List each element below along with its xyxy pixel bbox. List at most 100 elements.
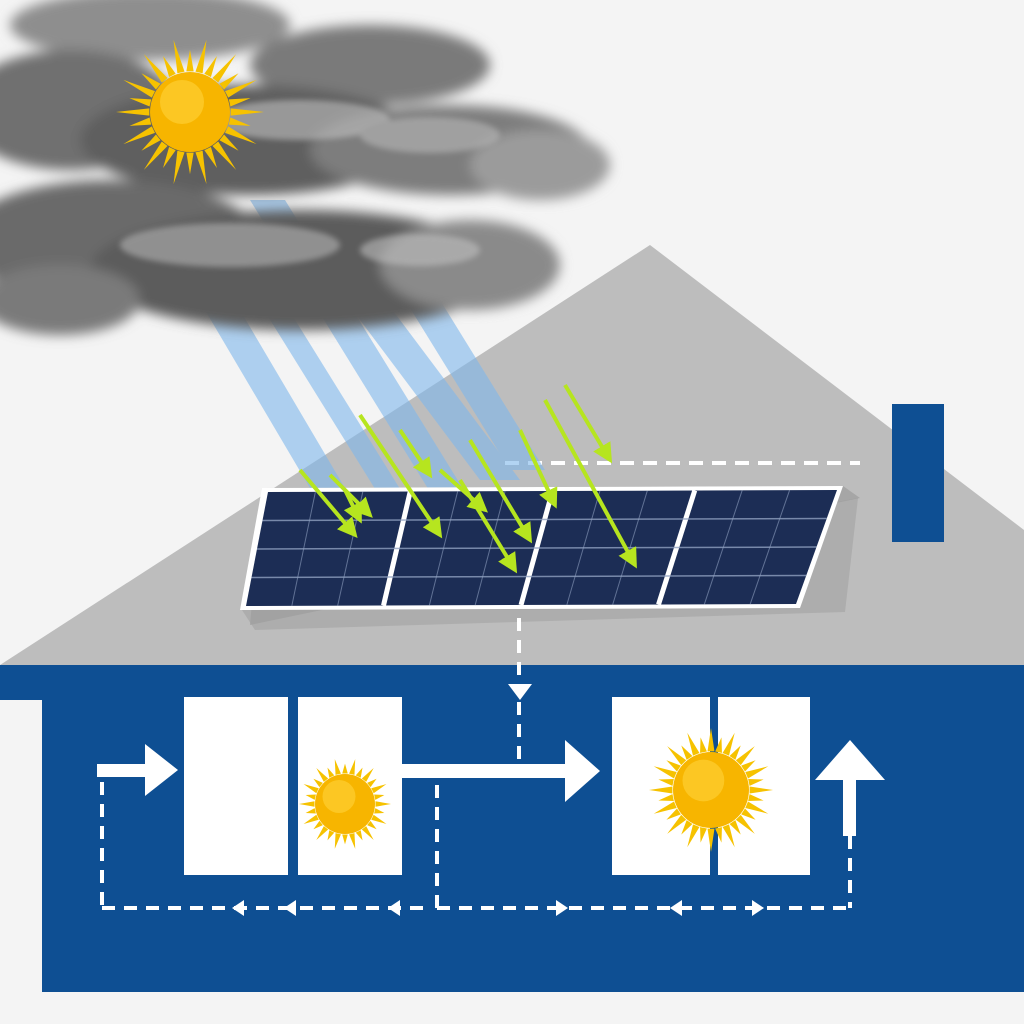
arrow-icon [752,900,764,916]
sun-ray [741,808,756,820]
sun-ray [143,141,168,170]
sun-ray [749,786,773,794]
sun-ray [355,767,363,778]
arrow-icon [565,740,600,802]
sun-ray [219,73,239,90]
arrow-icon [543,399,637,569]
sun-ray [371,814,387,824]
chimney-icon [892,404,944,542]
sun-ray [163,56,176,77]
arrow-icon [284,900,296,916]
cloud-highlights [120,100,500,267]
sun-ray [129,98,152,107]
house-body [0,665,1024,1024]
sun-ray [371,784,387,794]
sun-ray [735,814,755,834]
sun-ray [666,808,681,820]
sun-ray [658,794,674,801]
flow-arrows [97,684,885,836]
sun-ray [123,79,155,98]
sun-core-highlight [682,759,725,802]
sun-ray [305,808,316,814]
sun-ray [195,39,207,74]
cell-row-line [256,546,817,550]
sun-ray [745,801,769,814]
sun-ray [748,779,764,786]
sun-ray [707,828,715,852]
sun-ray [667,746,687,766]
sun-ray [163,147,176,168]
arrow-icon [398,428,433,479]
sun-ray [349,833,356,849]
sun-ray [313,820,323,830]
sun-ray [299,801,315,807]
sun-ray [225,79,257,98]
sun-ray [219,134,239,151]
arrow-icon [563,383,613,464]
sun-ray [687,824,700,848]
sun-ray [715,827,722,843]
sun-ray [349,759,356,775]
arrow-icon [508,684,532,700]
sun-ray [748,794,764,801]
sun-ray [666,760,681,772]
sun-ray [722,732,735,756]
sun-ray [334,759,341,775]
sun-ray [681,820,693,835]
arrow-icon [468,438,533,544]
sun-ray [316,826,329,840]
sun-ray [374,808,385,814]
sun-ray [327,830,335,841]
sun-ray [658,779,674,786]
sun-ray [361,826,374,840]
sun-ray [303,784,319,794]
sun-ray [355,830,363,841]
sun-ray [707,728,715,752]
sun-ray [342,763,348,774]
sun-ray [653,766,677,779]
sun-ray [186,152,194,175]
solar-panel-grid [251,489,827,607]
sun-ray [700,827,707,843]
arrow-icon [438,468,488,513]
sun-ray [186,49,194,72]
sun-ray [729,820,741,835]
sun-ray [722,824,735,848]
sun-ray [361,768,374,782]
sun-ray [230,108,264,116]
sun-icon [649,728,773,852]
sun-ray [342,834,348,845]
sun-ray [327,767,335,778]
sun-ray [195,150,207,185]
sun-ray [303,814,319,824]
sun-ray [700,737,707,753]
flow-dashed-lines [100,618,852,910]
arrow-icon [145,744,178,796]
sun-ray [729,745,741,760]
sun-ray [212,141,237,170]
arrow-icon [556,900,568,916]
sun-ray [653,801,677,814]
arrow-icon [518,429,558,509]
solar-panel-icon [240,486,860,630]
sun-ray [367,778,377,788]
sun-ray [745,766,769,779]
sun-ray [204,56,217,77]
sun-ray [316,768,329,782]
sun-ray [225,126,257,145]
sun-ray [375,801,391,807]
sun-ray [129,117,152,126]
sun-ray [649,786,673,794]
sun-ray [735,746,755,766]
sun-ray [173,39,185,74]
sun-icon [116,39,264,185]
sun-ray [305,794,316,800]
sun-ray [687,732,700,756]
sun-ray [681,745,693,760]
sun-ray [228,98,251,107]
arrow-icon [328,473,373,518]
inverter-box [184,697,288,875]
arrow-icon [358,413,443,539]
sun-ray [123,126,155,145]
